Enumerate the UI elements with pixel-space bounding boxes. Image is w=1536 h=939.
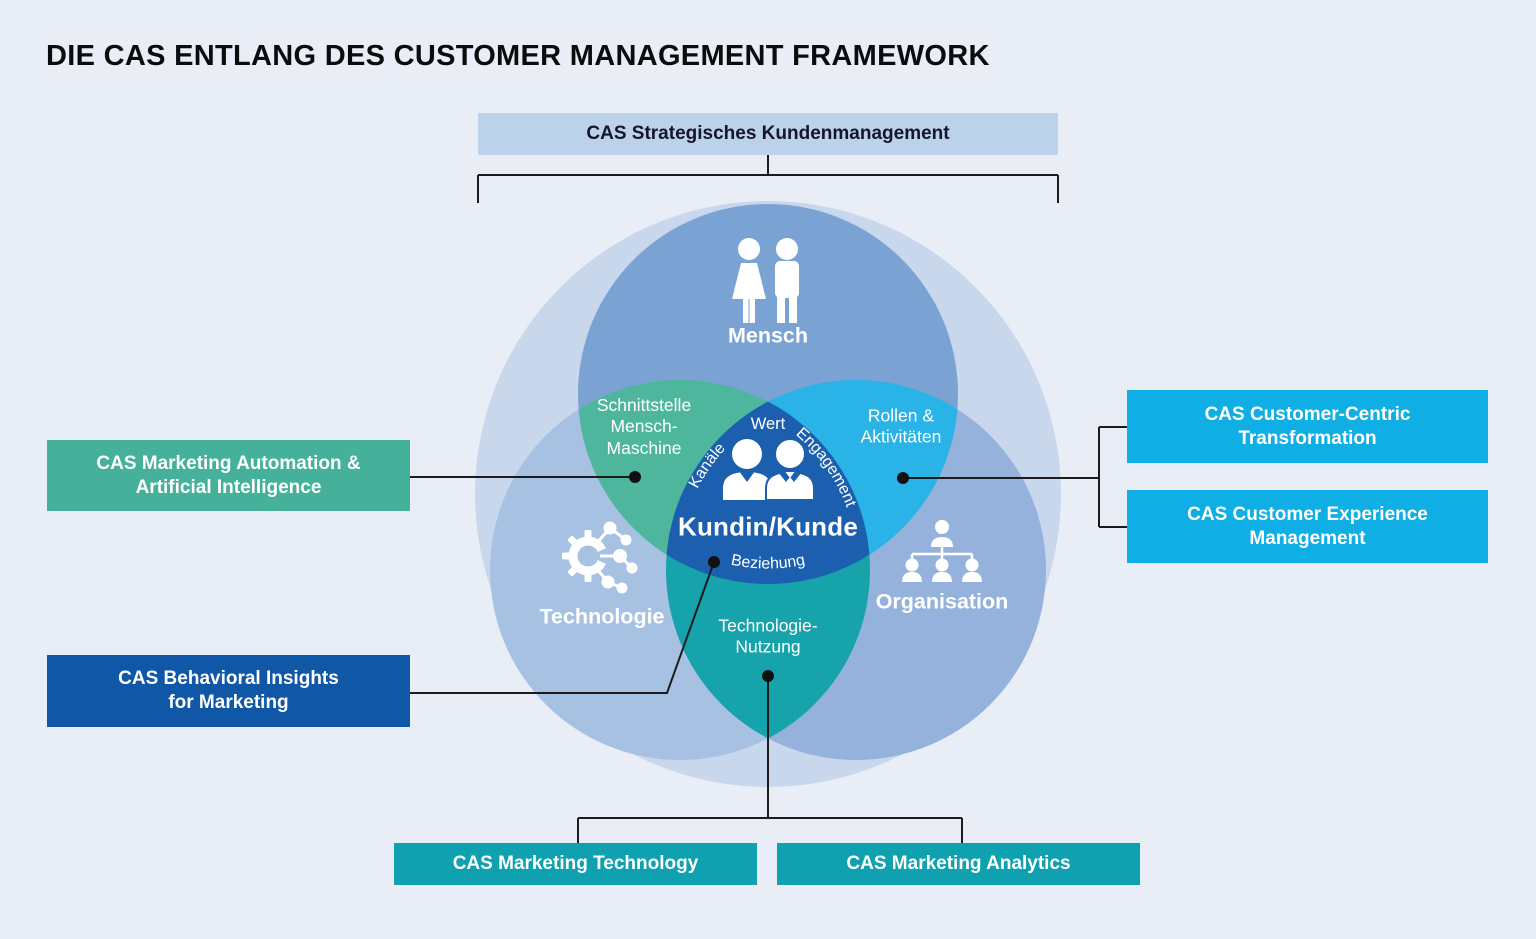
edge-label-beziehung: Beziehung (730, 552, 807, 573)
circle-label-organisation: Organisation (875, 589, 1009, 614)
box-customer-experience: CAS Customer Experience Management (1127, 490, 1488, 563)
box-label-line: CAS Behavioral Insights (118, 668, 339, 690)
page-title: DIE CAS ENTLANG DES CUSTOMER MANAGEMENT … (46, 40, 990, 72)
overlap-label-line: Technologie- (718, 615, 818, 636)
kunde-icon (723, 438, 815, 501)
box-label-line: CAS Customer-Centric (1204, 403, 1411, 425)
box-label-line: Transformation (1238, 427, 1377, 449)
box-label-line: CAS Marketing Automation & (96, 452, 361, 474)
box-label-line: Artificial Intelligence (135, 476, 322, 498)
connector-bottom-boxes (577, 676, 963, 843)
dot-technologie-nutzung (762, 670, 774, 682)
overlap-label-schnittstelle: Schnittstelle Mensch- Maschine (597, 395, 691, 459)
technologie-icon (562, 521, 638, 594)
box-label-line: CAS Customer Experience (1187, 503, 1428, 525)
overlap-label-line: Rollen & (867, 405, 935, 426)
overlap-label-line: Nutzung (735, 637, 801, 657)
box-label: CAS Marketing Analytics (846, 853, 1071, 875)
dot-beziehung (708, 556, 720, 568)
overlap-label-line: Mensch- (610, 416, 678, 437)
mensch-icon (732, 238, 799, 323)
connector-lines (410, 155, 1127, 843)
box-marketing-analytics: CAS Marketing Analytics (777, 843, 1140, 885)
box-label-line: Management (1249, 527, 1366, 549)
overlap-label-rollen: Rollen & Aktivitäten (861, 406, 942, 449)
box-marketing-automation: CAS Marketing Automation & Artificial In… (47, 440, 410, 511)
dot-rollen (897, 472, 909, 484)
edge-label-wert: Wert (750, 414, 786, 433)
overlap-label-line: Aktivitäten (860, 427, 942, 447)
overlap-label-line: Maschine (606, 437, 682, 458)
box-label-line: for Marketing (168, 692, 289, 713)
box-label: CAS Marketing Technology (452, 853, 699, 875)
connector-right-boxes (903, 426, 1127, 528)
circle-label-mensch: Mensch (727, 323, 809, 348)
dot-schnittstelle (629, 471, 641, 483)
box-behavioral-insights: CAS Behavioral Insights for Marketing (47, 655, 410, 727)
box-customer-centric: CAS Customer-Centric Transformation (1127, 390, 1488, 463)
box-marketing-technology: CAS Marketing Technology (394, 843, 757, 885)
box-strategisches-kundenmanagement: CAS Strategisches Kundenmanagement (478, 113, 1058, 155)
overlap-label-technologie-nutzung: Technologie- Nutzung (718, 616, 817, 659)
top-bracket (477, 155, 1059, 203)
circle-label-technologie: Technologie (539, 604, 665, 629)
connector-dots (629, 471, 909, 682)
overlap-label-line: Schnittstelle (596, 394, 692, 415)
box-label: CAS Strategisches Kundenmanagement (586, 123, 950, 144)
organisation-icon (902, 520, 982, 582)
connector-behavioral-insights (410, 561, 715, 694)
center-label-kunde: Kundin/Kunde (677, 511, 859, 542)
